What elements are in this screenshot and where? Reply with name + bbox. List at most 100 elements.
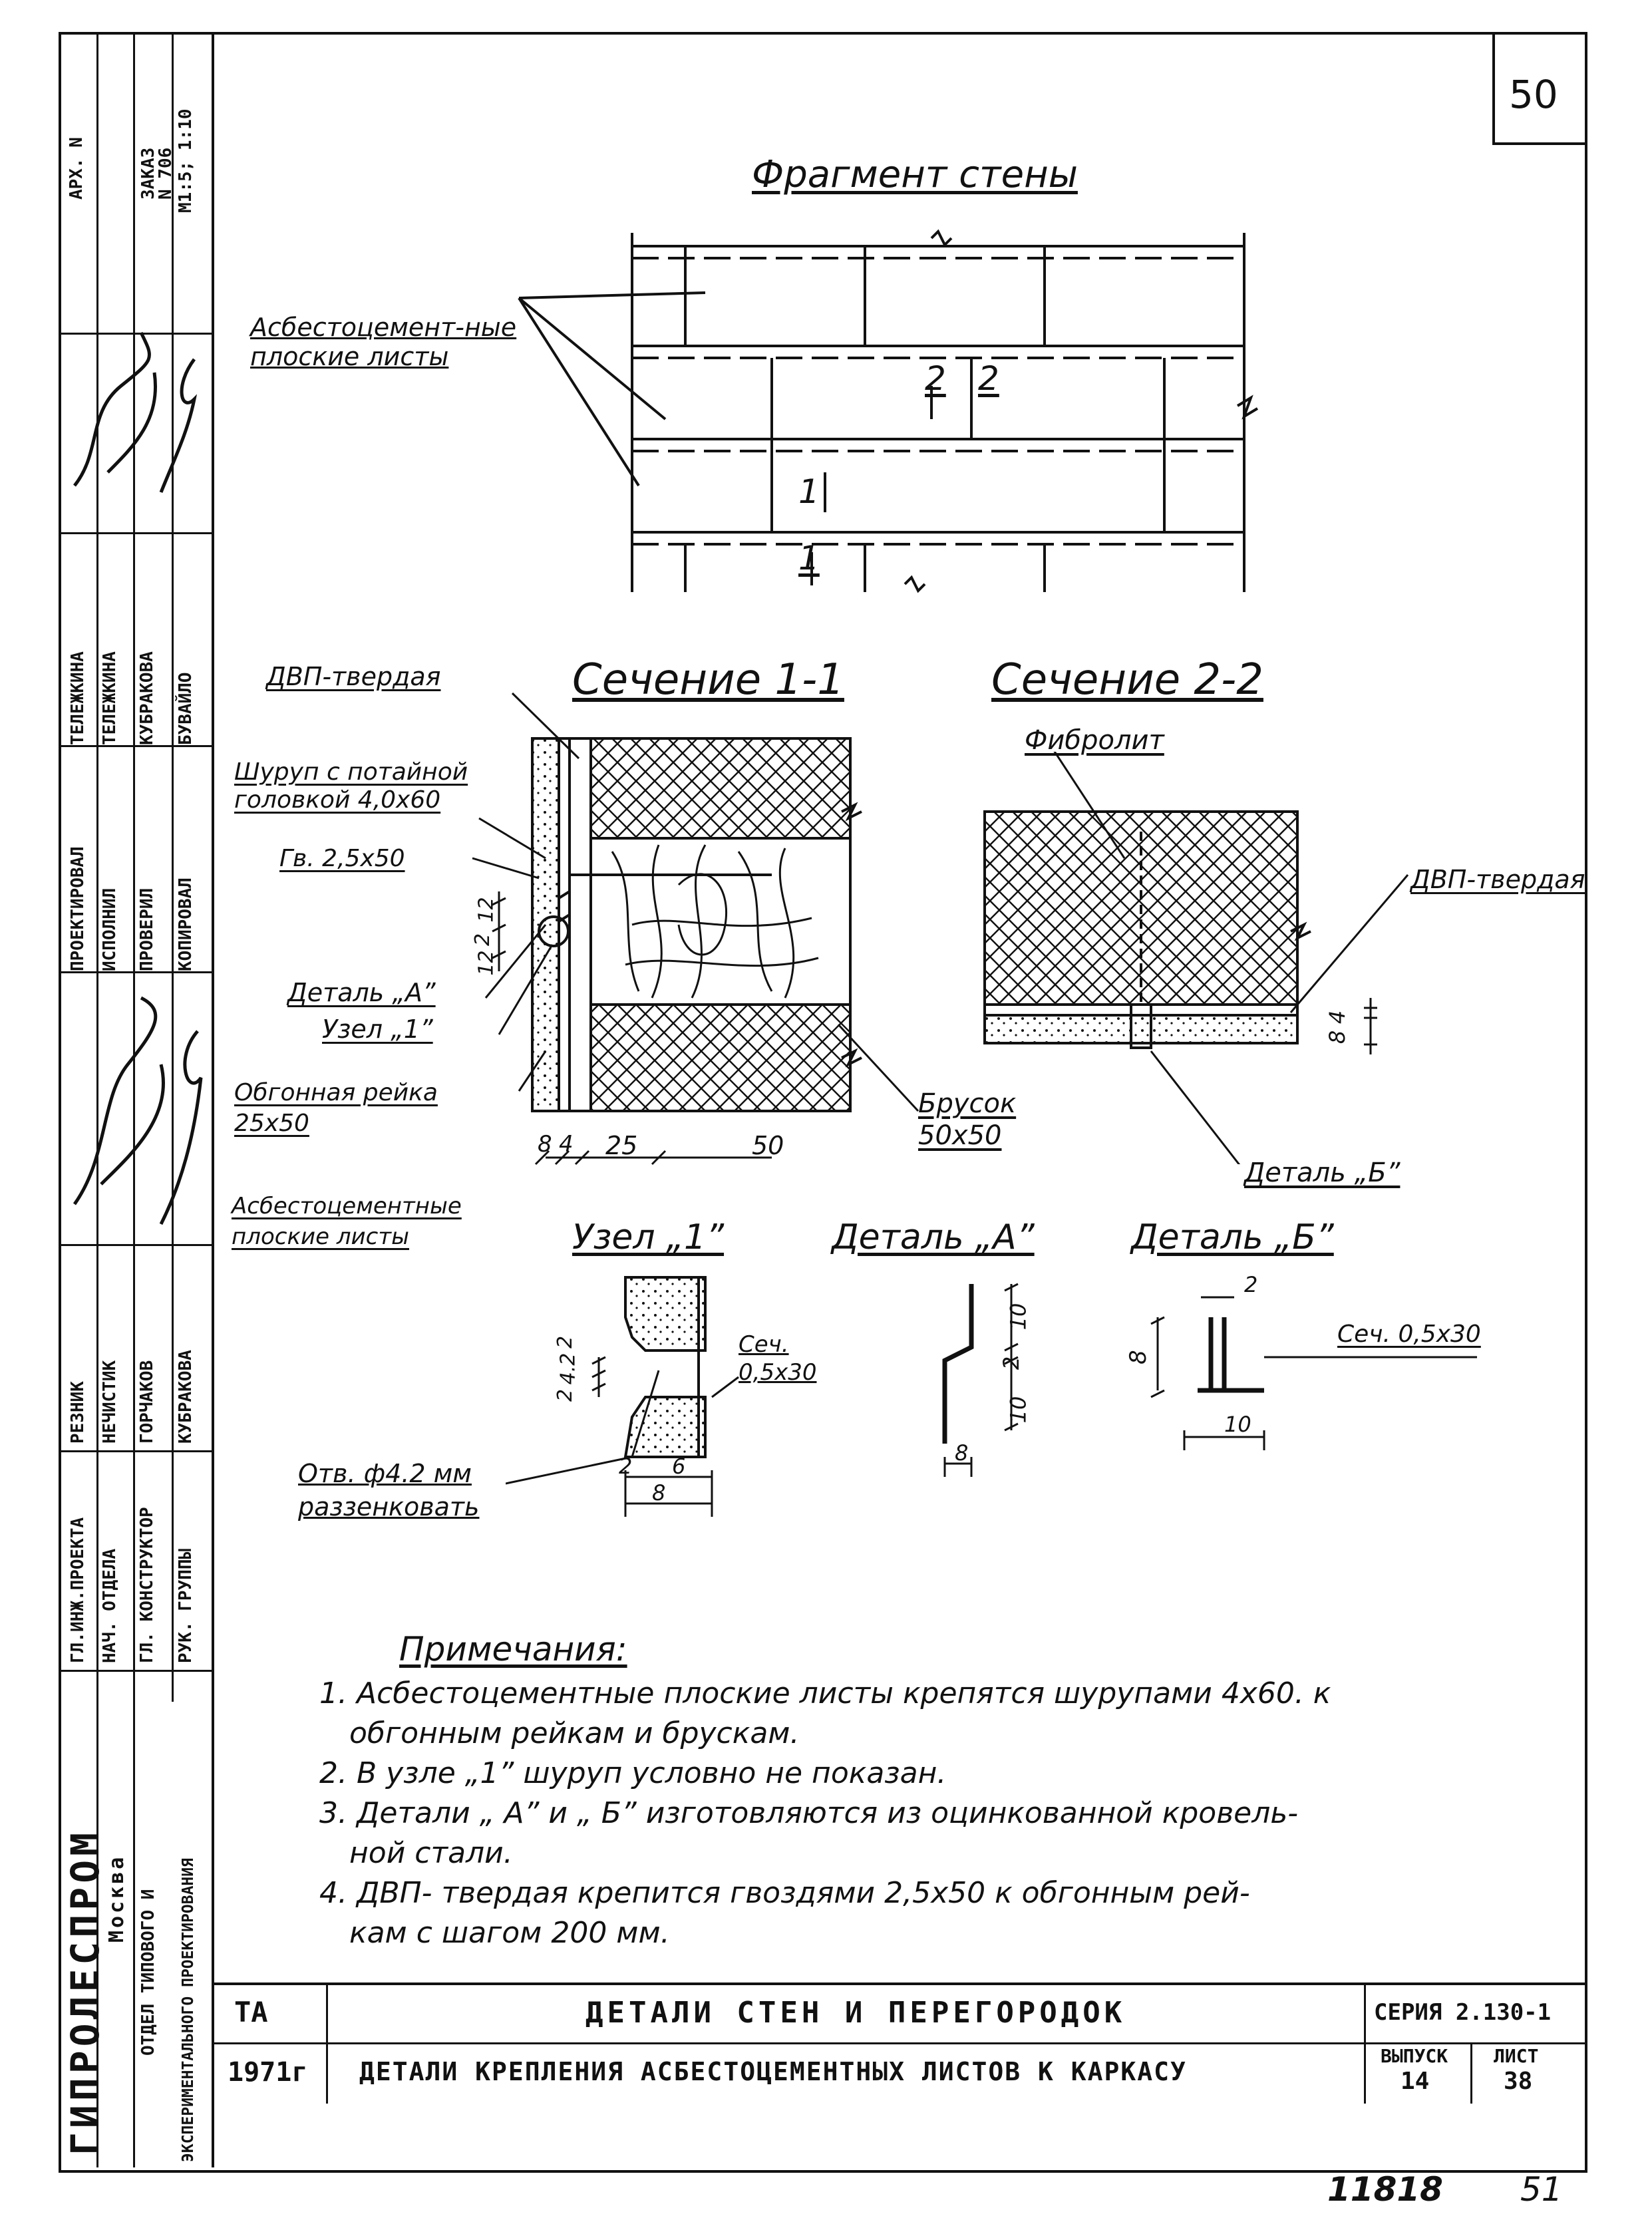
sidebar-col-line [96, 32, 98, 2167]
fragment-cut-2b: 2 [978, 359, 999, 398]
sheet-number-box [1492, 35, 1585, 145]
roles-1-0: ГЛ.ИНЖ.ПРОЕКТА [68, 1517, 88, 1663]
org-name: ГИПРОЛЕСПРОМ [63, 1828, 108, 2155]
signature-mid [73, 996, 203, 1225]
bottom-mark-right: 51 [1520, 2170, 1563, 2209]
org-dept-1: ОТДЕЛ ТИПОВОГО И [138, 1889, 158, 2056]
s1-dim-b3: 25 [605, 1131, 638, 1160]
s1-label-batten: Обгонная рейка 25х50 [234, 1079, 438, 1137]
detail-b-drawing [1150, 1296, 1477, 1450]
notes-item-0: 1. Асбестоцементные плоские листы крепят… [319, 1676, 1331, 1710]
s1-dim-d2: 2 [471, 933, 495, 947]
names-2-2: КУБРАКОВА [137, 651, 157, 745]
title-series: СЕРИЯ 2.130-1 [1374, 1999, 1552, 2026]
roles-2-1: ИСПОЛНИЛ [100, 887, 120, 971]
roles-2-3: КОПИРОВАЛ [176, 877, 196, 971]
s2-label-detail-b: Деталь „Б” [1244, 1158, 1401, 1188]
roles-1-2: ГЛ. КОНСТРУКТОР [137, 1507, 157, 1663]
org-dept-2: ЭКСПЕРИМЕНТАЛЬНОГО ПРОЕКТИРОВАНИЯ [180, 1858, 197, 2162]
detail-b-dim-top: 2 [1244, 1272, 1258, 1297]
archive-label: АРХ. N [67, 137, 86, 200]
notes-heading: Примечания: [399, 1630, 627, 1668]
section-2-drawing [983, 752, 1409, 1164]
s1-dim-d3: 12 [474, 950, 498, 976]
archive-number: N 706 [156, 147, 176, 200]
sidebar-row-line [59, 971, 212, 973]
title-sheet: 38 [1504, 2068, 1533, 2095]
names-1-3: КУБРАКОВА [176, 1350, 196, 1444]
s2-label-fibrolite: Фибролит [1025, 725, 1164, 756]
sheet-number: 50 [1509, 72, 1558, 117]
detail-b-label-section: Сеч. 0,5х30 [1337, 1321, 1481, 1348]
title-block [212, 1982, 1585, 2106]
title-year: 1971г [228, 2057, 308, 2088]
org-city: Москва [105, 1854, 128, 1943]
title-block-col-line [1470, 2042, 1472, 2104]
detail-a-dim-v2: 2 [999, 1356, 1025, 1370]
title-issue: 14 [1401, 2068, 1430, 2095]
title-issue-label: ВЫПУСК [1381, 2045, 1448, 2067]
fragment-cut-1b: 1 [798, 539, 820, 577]
s1-label-detail-a: Деталь „А” [287, 978, 436, 1007]
sidebar-row-line [59, 745, 212, 747]
node-1-leaders [506, 1370, 739, 1485]
s1-label-sheets: Асбестоцементные плоские листы [232, 1193, 462, 1250]
detail-a-dim-h1: 8 [955, 1440, 969, 1466]
sidebar-col-line [172, 32, 174, 1702]
notes-item-2: 2. В узле „1” шуруп условно не показан. [319, 1756, 947, 1790]
roles-2-2: ПРОВЕРИЛ [137, 887, 157, 971]
names-1-2: ГОРЧАКОВ [137, 1360, 157, 1444]
fragment-label: Асбестоцемент-ные плоские листы [250, 313, 517, 371]
node-1-title: Узел „1” [572, 1217, 725, 1257]
names-2-3: БУВАЙЛО [176, 672, 196, 745]
names-1-1: НЕЧИСТИК [100, 1360, 120, 1444]
s2-dim-h2: 4 [1325, 1010, 1351, 1025]
title-block-row-line [212, 2042, 1585, 2044]
roles-1-1: НАЧ. ОТДЕЛА [100, 1548, 120, 1663]
fragment-drawing [518, 229, 1259, 593]
s1-label-screw: Шуруп с потайной головкой 4,0х60 [234, 758, 468, 814]
s1-dim-b2: 4 [559, 1131, 574, 1158]
sidebar-row-line [59, 532, 212, 534]
fragment-cut-1a: 1 [798, 472, 820, 511]
title-block-col-line [1364, 1982, 1366, 2104]
detail-b-title: Деталь „Б” [1131, 1217, 1334, 1257]
names-2-1: ТЕЛЕЖКИНА [100, 651, 120, 745]
roles-2-0: ПРОЕКТИРОВАЛ [68, 846, 88, 971]
section-2-title: Сечение 2-2 [991, 655, 1263, 705]
s1-dim-d1: 12 [474, 897, 498, 923]
sidebar [59, 32, 214, 2167]
sidebar-row-line [59, 1450, 212, 1452]
title-line-2: ДЕТАЛИ КРЕПЛЕНИЯ АСБЕСТОЦЕМЕНТНЫХ ЛИСТОВ… [359, 2057, 1187, 2086]
title-line-1: ДЕТАЛИ СТЕН И ПЕРЕГОРОДОК [585, 1996, 1126, 2030]
detail-a-title: Деталь „А” [832, 1217, 1035, 1257]
notes-item-4: ной стали. [349, 1836, 513, 1870]
fragment-cut-2a: 2 [925, 359, 946, 398]
sidebar-col-line [133, 32, 135, 2167]
s2-label-dvp: ДВП-твердая [1410, 865, 1585, 894]
detail-a-dim-v3: 10 [1005, 1396, 1031, 1424]
sidebar-row-line [59, 333, 212, 335]
fragment-title: Фрагмент стены [752, 153, 1078, 196]
detail-a-drawing [942, 1283, 1019, 1477]
node-1-label-hole: Отв. ф4.2 мм раззенковать [298, 1459, 480, 1521]
sidebar-row-line [59, 1670, 212, 1672]
s1-label-dvp: ДВП-твердая [266, 662, 441, 691]
notes-item-1: обгонным рейкам и брускам. [349, 1716, 800, 1750]
title-block-col-line [326, 1982, 328, 2104]
node-1-label-section: Сеч. 0,5х30 [739, 1331, 817, 1386]
notes-item-5: 4. ДВП- твердая крепится гвоздями 2,5х50… [319, 1876, 1250, 1910]
s1-dim-b1: 8 [538, 1131, 552, 1158]
node-1-dim-h3: 8 [652, 1480, 666, 1505]
bottom-mark-left: 11818 [1327, 2170, 1443, 2209]
roles-1-3: РУК. ГРУППЫ [176, 1548, 196, 1663]
notes-item-3: 3. Детали „ А” и „ Б” изготовляются из о… [319, 1796, 1299, 1830]
drawing-frame [59, 32, 1587, 2173]
s1-label-bar: Брусок 50х50 [918, 1088, 1017, 1151]
names-2-0: ТЕЛЕЖКИНА [68, 651, 88, 745]
names-1-0: РЕЗНИК [68, 1381, 88, 1444]
title-sheet-label: ЛИСТ [1494, 2045, 1539, 2067]
signature-top [73, 331, 198, 493]
notes-item-6: кам с шагом 200 мм. [349, 1916, 670, 1950]
s1-label-node-1: Узел „1” [322, 1015, 433, 1044]
